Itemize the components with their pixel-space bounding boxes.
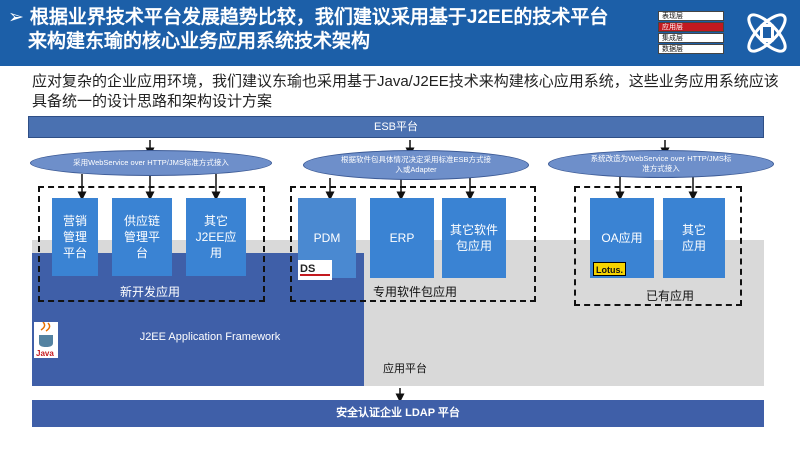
ellipse-existing-access: 系统改造为WebService over HTTP/JMS标准方式接入 [548, 150, 774, 178]
ellipse-webservice-access: 采用WebService over HTTP/JMS标准方式接入 [30, 150, 272, 176]
app-box-other-package: 其它软件包应用 [442, 198, 506, 278]
legend-item-data: 数据层 [658, 44, 724, 54]
arrow-bullet-icon: ➢ [8, 7, 24, 28]
framework-label: J2EE Application Framework [139, 331, 281, 343]
group-label-package: 专用软件包应用 [372, 285, 457, 299]
atom-logo-icon [747, 13, 787, 53]
group-existing [574, 186, 742, 306]
group-new-dev [38, 186, 265, 302]
app-box-marketing: 营销管理平台 [52, 198, 98, 276]
title-line-2: 来构建东瑜的核心业务应用系统技术架构 [28, 31, 371, 52]
ellipse-package-access: 根据软件包具体情况决定采用标准ESB方式接入或Adapter [303, 150, 529, 180]
legend-item-application: 应用层 [658, 22, 724, 32]
esb-platform-bar: ESB平台 [28, 116, 764, 138]
legend-item-integration: 集成层 [658, 33, 724, 43]
dassault-logo-icon: DS [298, 260, 332, 280]
platform-label: 应用平台 [383, 363, 427, 375]
ldap-platform-bar: 安全认证企业 LDAP 平台 [32, 400, 764, 427]
legend-item-presentation: 表现层 [658, 11, 724, 21]
svg-text:Java: Java [36, 349, 54, 358]
app-box-other-j2ee: 其它J2EE应用 [186, 198, 246, 276]
app-box-erp: ERP [370, 198, 434, 278]
intro-paragraph: 应对复杂的企业应用环境，我们建议东瑜也采用基于Java/J2EE技术来构建核心应… [32, 73, 779, 110]
app-box-other-existing: 其它应用 [663, 198, 725, 278]
lotus-logo-icon: Lotus. [593, 262, 626, 276]
group-label-new-dev: 新开发应用 [119, 285, 180, 299]
page-title: ➢根据业界技术平台发展趋势比较，我们建议采用基于J2EE的技术平台 来构建东瑜的… [8, 6, 648, 54]
svg-text:DS: DS [300, 263, 315, 275]
title-line-1: 根据业界技术平台发展趋势比较，我们建议采用基于J2EE的技术平台 [29, 7, 609, 28]
java-logo-icon: Java [34, 322, 58, 358]
group-package [290, 186, 536, 302]
group-label-existing: 已有应用 [645, 289, 694, 303]
layer-legend: 表现层 应用层 集成层 数据层 [658, 11, 724, 55]
app-box-supply-chain: 供应链管理平台 [112, 198, 172, 276]
